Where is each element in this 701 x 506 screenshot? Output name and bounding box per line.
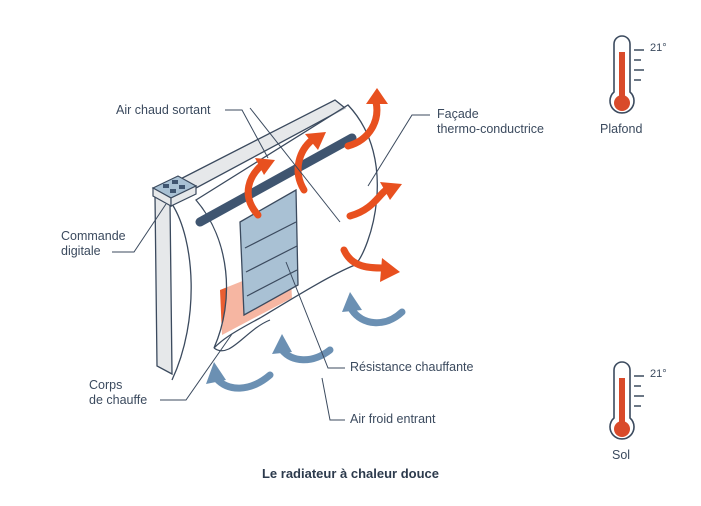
hot-arrow-head: [305, 132, 326, 150]
hot-arrow-head: [380, 258, 400, 282]
hot-arrow: [294, 136, 316, 194]
cold-arrow: [212, 371, 274, 392]
facade-edge: [213, 319, 271, 352]
leader-lines: [112, 107, 430, 421]
diagram-caption: Le radiateur à chaleur douce: [261, 466, 439, 481]
thermometer-floor-icon: [609, 361, 644, 440]
label-air-chaud: Air chaud sortant: [116, 103, 211, 117]
thermometer-ceiling-label: Plafond: [600, 122, 643, 136]
thermometer-floor-value: 21°: [650, 368, 667, 380]
hot-arrow: [346, 186, 390, 220]
hot-arrow: [340, 246, 388, 272]
cold-arrow-head: [206, 362, 226, 384]
cold-arrow-head: [342, 292, 362, 312]
frame-left-post: [154, 195, 173, 376]
control-box: [151, 175, 198, 208]
hot-arrow: [344, 98, 381, 150]
hot-arrow-head: [366, 88, 388, 104]
label-commande: Commande digitale: [61, 229, 126, 258]
cold-arrow: [348, 306, 406, 327]
label-corps: Corps de chauffe: [89, 378, 148, 407]
body-back: [171, 203, 192, 381]
thermometer-ceiling-value: 21°: [650, 42, 667, 54]
label-resistance: Résistance chauffante: [350, 360, 474, 374]
thermometer-floor-label: Sol: [612, 448, 631, 462]
cold-air-arrows: [206, 292, 406, 392]
hot-arrow-head: [380, 182, 402, 200]
label-facade: Façade thermo-conductrice: [437, 107, 544, 136]
cold-arrow-head: [272, 334, 292, 354]
hot-air-arrows: [244, 88, 402, 282]
hot-arrow-head: [255, 158, 275, 175]
resistance-panel: [239, 188, 299, 317]
thermometer-ceiling-icon: [609, 35, 644, 114]
hot-arrow: [244, 161, 266, 219]
label-air-froid: Air froid entrant: [350, 412, 436, 426]
top-bar: [195, 133, 357, 227]
